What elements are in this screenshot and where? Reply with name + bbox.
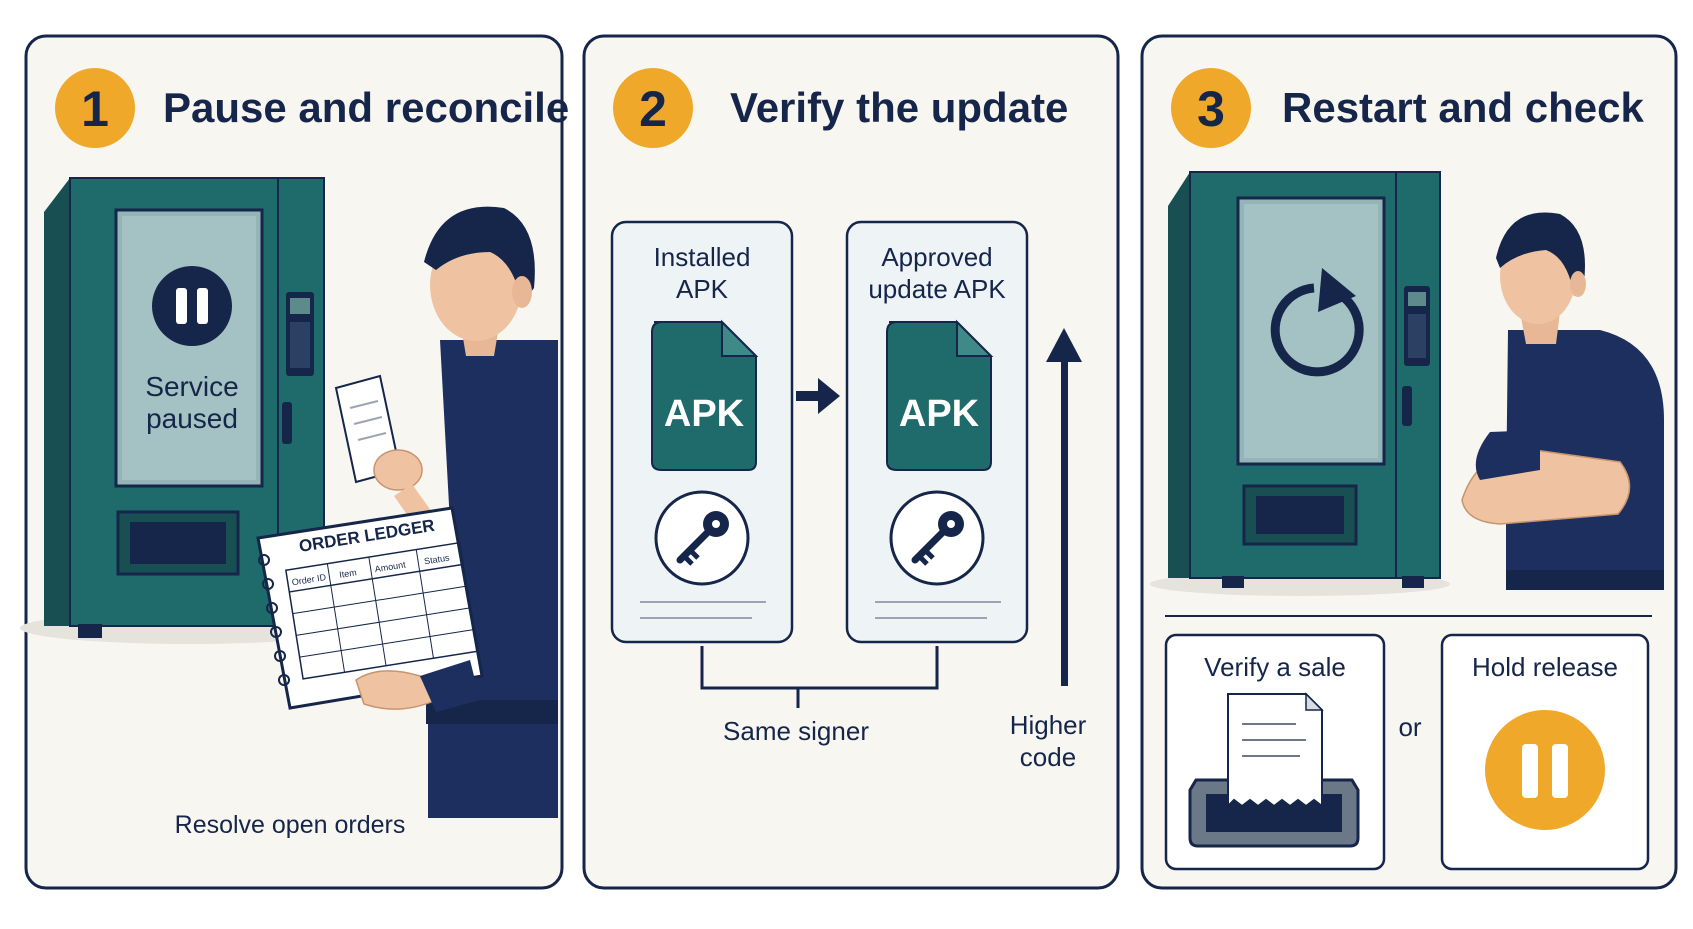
ledger-col-item: Item	[338, 567, 357, 580]
panel-1-caption: Resolve open orders	[175, 811, 406, 839]
installed-label-line2: APK	[676, 274, 729, 304]
option-hold-release-card: Hold release	[1440, 633, 1650, 871]
higher-code-label-line2: code	[1020, 742, 1076, 772]
step-2-number: 2	[639, 81, 667, 137]
panel-1-title: Pause and reconcile	[163, 84, 569, 131]
option-sale-label: Verify a sale	[1204, 652, 1346, 682]
step-3-number: 3	[1197, 81, 1225, 137]
order-ledger-notebook: ORDER LEDGER Order ID Item Amount Status	[256, 506, 484, 712]
same-signer-label: Same signer	[723, 716, 869, 746]
screen-text-paused: paused	[146, 403, 238, 434]
technician-figure: ORDER LEDGER Order ID Item Amount Status	[256, 206, 558, 818]
panel-restart-and-check: 3 Restart and check	[1140, 34, 1678, 890]
vending-machine-restart	[1150, 171, 1450, 596]
approved-label-line1: Approved	[881, 242, 992, 272]
panel-2-title: Verify the update	[730, 84, 1068, 131]
technician-arms-crossed	[1461, 212, 1664, 590]
step-1-badge	[55, 68, 135, 148]
panel-3-title: Restart and check	[1282, 84, 1644, 131]
higher-code-label-line1: Higher	[1010, 710, 1087, 740]
step-3-badge	[1171, 68, 1251, 148]
arrow-right-icon	[796, 378, 840, 414]
ledger-col-amount: Amount	[374, 559, 407, 574]
option-or-label: or	[1398, 712, 1421, 742]
step-1-number: 1	[81, 81, 109, 137]
screen-text-service: Service	[145, 371, 238, 402]
approved-label-line2: update APK	[868, 274, 1006, 304]
option-verify-sale-card: Verify a sale	[1164, 633, 1386, 871]
apk-file-icon	[651, 321, 757, 471]
receipt-printer-icon	[1188, 692, 1360, 848]
panel-verify-the-update: 2 Verify the update Installed APK APK	[582, 34, 1120, 890]
arrow-up-icon	[1046, 328, 1082, 686]
step-2-badge	[613, 68, 693, 148]
approved-file-text: APK	[899, 393, 980, 435]
installed-apk-card: Installed APK APK	[610, 220, 794, 644]
option-hold-label: Hold release	[1472, 652, 1618, 682]
pause-icon	[1485, 710, 1605, 830]
pause-icon	[152, 266, 232, 346]
installed-label-line1: Installed	[654, 242, 751, 272]
panel-pause-and-reconcile: 1 Pause and reconcile Service pau	[20, 34, 569, 890]
installed-file-text: APK	[664, 393, 745, 435]
approved-apk-card: Approved update APK APK	[845, 220, 1029, 644]
apk-file-icon	[886, 321, 992, 471]
ledger-col-status: Status	[423, 552, 450, 566]
restart-icon	[1270, 268, 1364, 377]
same-signer-bracket	[700, 646, 939, 708]
vending-machine-paused: Service paused	[20, 177, 360, 644]
